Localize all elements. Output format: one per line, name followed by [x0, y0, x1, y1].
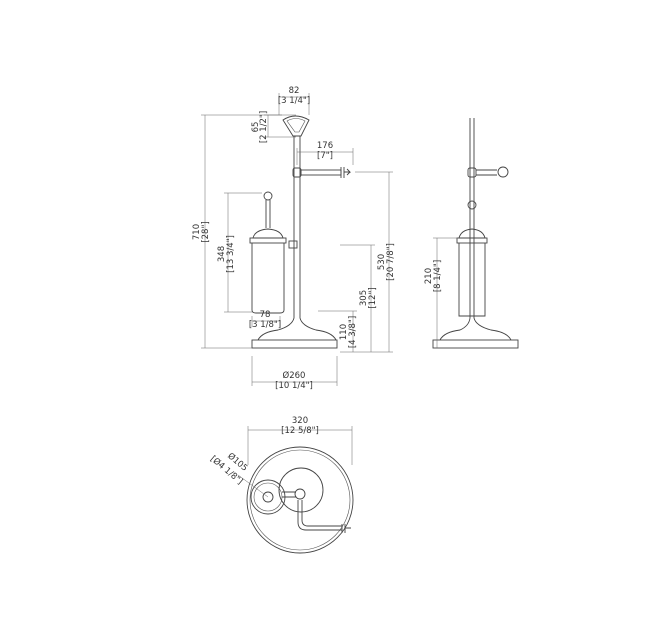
- dimension-top-width: 82 [3 1/4"]: [278, 86, 310, 115]
- top-view: 320 [12 5/8"] Ø105 [Ø4 1/8"]: [208, 416, 354, 554]
- dimension-label: [3 1/8"]: [249, 320, 281, 330]
- dimension-overall-width: 320 [12 5/8"]: [247, 416, 353, 465]
- dimension-label: 348: [217, 246, 227, 262]
- dimension-label: 320: [292, 416, 308, 426]
- dimension-label: 210: [424, 268, 434, 284]
- dimension-label: 176: [317, 141, 333, 151]
- dimension-holder-diameter: Ø105 [Ø4 1/8"]: [208, 451, 269, 498]
- front-view: 82 [3 1/4"] 65 [2 1/2"] 710 [28"] 176 [7…: [192, 86, 396, 391]
- dimension-holder-height: 348 [13 3/4"]: [217, 192, 262, 313]
- dimension-label: [8 1/4"]: [433, 260, 443, 292]
- dimension-label: [10 1/4"]: [275, 381, 313, 391]
- dimension-label: 65: [251, 122, 261, 133]
- dimension-label: 305: [359, 290, 369, 306]
- dimension-base-height: 110 [4 3/8"]: [318, 310, 358, 352]
- dimension-label: [4 3/8"]: [348, 316, 358, 348]
- dimension-total-height: 710 [28"]: [192, 114, 282, 349]
- dimension-label: 82: [289, 86, 300, 96]
- dimension-arm-height: 530 [20 7/8"]: [340, 171, 396, 353]
- dimension-label: 110: [339, 324, 349, 340]
- dimension-label: [13 3/4"]: [226, 235, 236, 273]
- dimension-label: [12 5/8"]: [281, 426, 319, 436]
- dimension-label: [2 1/2"]: [259, 111, 269, 143]
- stand-drawing: [249, 115, 352, 349]
- dimension-top-height: 65 [2 1/2"]: [251, 111, 296, 143]
- side-view: 210 [8 1/4"]: [424, 118, 519, 349]
- dimension-label: 78: [260, 310, 271, 320]
- dimension-holder-width: 78 [3 1/8"]: [249, 310, 281, 330]
- dimension-side-holder-height: 210 [8 1/4"]: [424, 237, 458, 348]
- dimension-label: [12"]: [368, 287, 378, 308]
- dimension-base-diameter: Ø260 [10 1/4"]: [251, 356, 338, 391]
- dimension-label: [3 1/4"]: [278, 96, 310, 106]
- dimension-label: 710: [192, 224, 202, 240]
- dimension-label: Ø260: [283, 370, 306, 381]
- dimension-label: [7"]: [317, 151, 333, 161]
- dimension-label: [28"]: [201, 221, 211, 242]
- dimension-holder-mount-height: 305 [12"]: [340, 244, 378, 352]
- dimension-label: 530: [377, 254, 387, 270]
- dimension-arm-length: 176 [7"]: [296, 141, 354, 165]
- dimension-label: [20 7/8"]: [386, 243, 396, 281]
